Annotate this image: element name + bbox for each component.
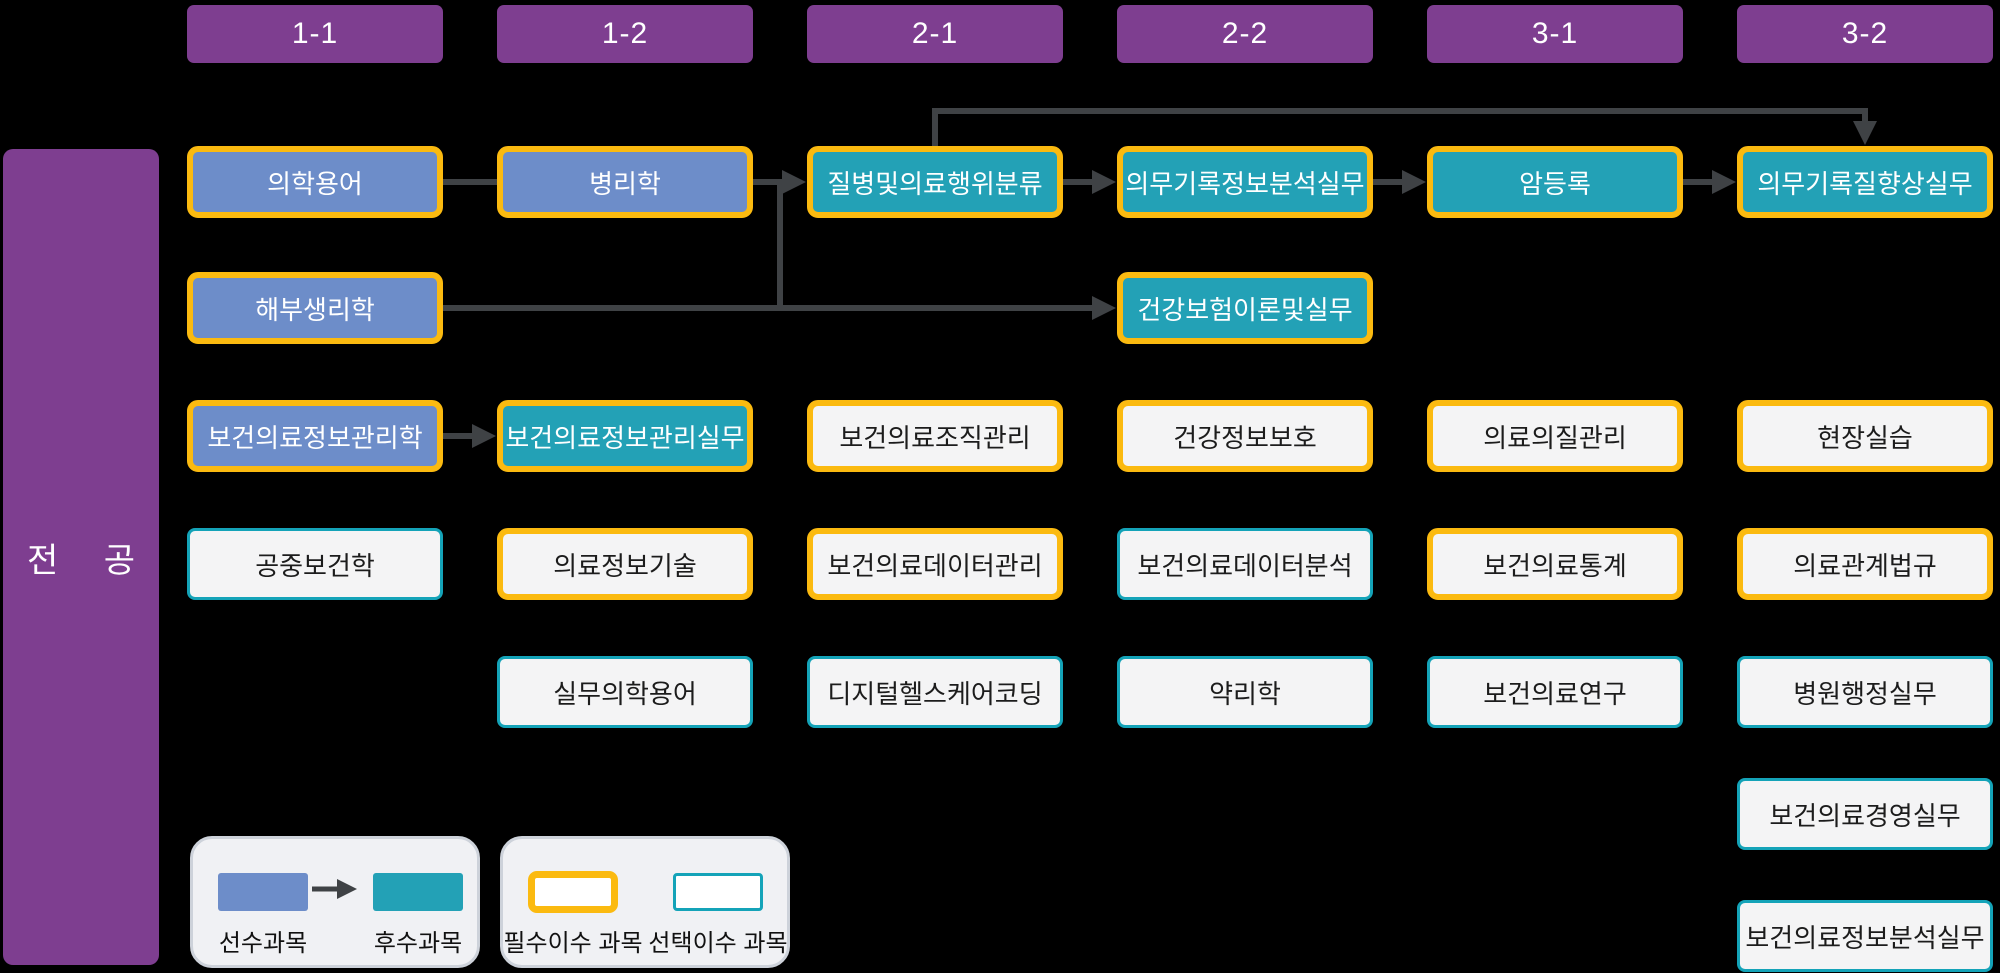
- course-box: 보건의료조직관리: [807, 400, 1063, 472]
- course-box: 의료관계법규: [1737, 528, 1993, 600]
- semester-header-2-2: 2-2: [1117, 5, 1373, 63]
- course-box: 병리학: [497, 146, 753, 218]
- course-box: 해부생리학: [187, 272, 443, 344]
- course-box: 실무의학용어: [497, 656, 753, 728]
- legend-course-type: 필수이수 과목 선택이수 과목: [500, 836, 790, 968]
- course-box: 의료의질관리: [1427, 400, 1683, 472]
- course-box: 질병및의료행위분류: [807, 146, 1063, 218]
- course-box: 디지털헬스케어코딩: [807, 656, 1063, 728]
- required-course-label: 필수이수 과목: [503, 930, 643, 957]
- semester-header-2-1: 2-1: [807, 5, 1063, 63]
- course-box: 건강정보보호: [1117, 400, 1373, 472]
- course-box: 건강보험이론및실무: [1117, 272, 1373, 344]
- course-box: 의학용어: [187, 146, 443, 218]
- course-box: 의무기록정보분석실무: [1117, 146, 1373, 218]
- major-sidebar: 전 공: [3, 149, 159, 965]
- course-box: 의료정보기술: [497, 528, 753, 600]
- course-box: 보건의료경영실무: [1737, 778, 1993, 850]
- course-box: 의무기록질향상실무: [1737, 146, 1993, 218]
- course-box: 약리학: [1117, 656, 1373, 728]
- successor-swatch: [373, 873, 463, 911]
- course-box: 보건의료정보관리학: [187, 400, 443, 472]
- semester-header-1-2: 1-2: [497, 5, 753, 63]
- course-box: 공중보건학: [187, 528, 443, 600]
- course-box: 보건의료연구: [1427, 656, 1683, 728]
- prerequisite-label: 선수과목: [218, 930, 308, 957]
- elective-course-swatch: [673, 873, 763, 911]
- course-box: 보건의료정보분석실무: [1737, 900, 1993, 972]
- semester-header-3-1: 3-1: [1427, 5, 1683, 63]
- prerequisite-swatch: [218, 873, 308, 911]
- successor-label: 후수과목: [373, 930, 463, 957]
- legend-prerequisite-flow: 선수과목 후수과목: [190, 836, 480, 968]
- semester-header-1-1: 1-1: [187, 5, 443, 63]
- course-box: 현장실습: [1737, 400, 1993, 472]
- course-box: 병원행정실무: [1737, 656, 1993, 728]
- elective-course-label: 선택이수 과목: [648, 930, 788, 957]
- course-box: 보건의료통계: [1427, 528, 1683, 600]
- major-label: 전 공: [26, 541, 135, 580]
- required-course-swatch: [528, 871, 618, 913]
- connector: [932, 108, 1877, 146]
- course-box: 암등록: [1427, 146, 1683, 218]
- course-box: 보건의료정보관리실무: [497, 400, 753, 472]
- course-box: 보건의료데이터관리: [807, 528, 1063, 600]
- course-box: 보건의료데이터분석: [1117, 528, 1373, 600]
- semester-header-3-2: 3-2: [1737, 5, 1993, 63]
